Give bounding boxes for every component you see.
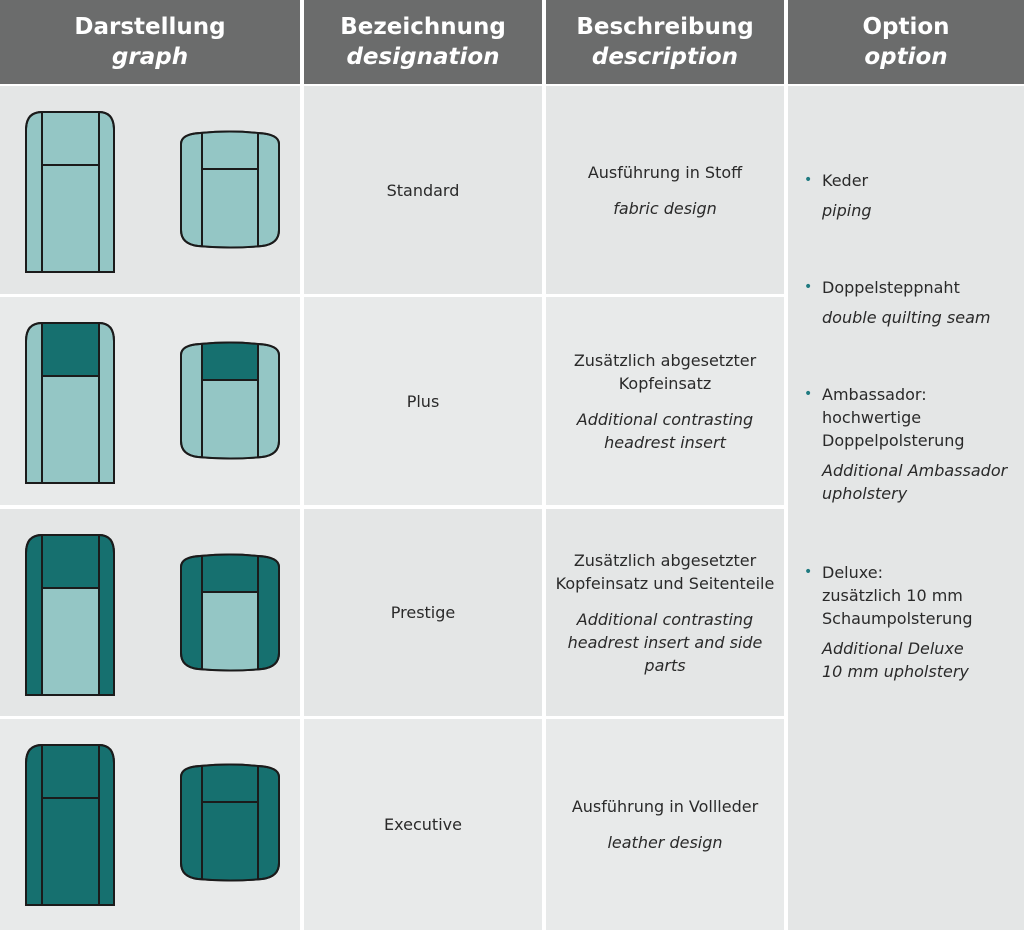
desc-en-line: fabric design (613, 198, 717, 218)
desc-de-line: Zusätzlich abgesetzter (573, 350, 757, 370)
backrest-border (25, 322, 115, 484)
cushion-border (180, 763, 280, 882)
cushion-center-panel (202, 802, 258, 880)
desc-cell-executive: Ausführung in Vollleder leather design (546, 719, 784, 930)
name-cell-plus: Plus (304, 297, 542, 505)
header-description: Beschreibung description (546, 0, 784, 84)
option-en-line: 10 mm upholstery (822, 662, 969, 681)
header-graph-de: Darstellung (74, 14, 226, 40)
desc-de-line: Kopfeinsatz (618, 373, 712, 393)
backrest-shape (25, 534, 115, 696)
seat-illustration-standard (25, 111, 280, 273)
header-option-de: Option (862, 14, 950, 40)
designation-standard: Standard (386, 180, 460, 200)
header-designation-de: Bezeichnung (340, 14, 506, 40)
backrest-border (25, 534, 115, 696)
header-graph: Darstellung graph (0, 0, 300, 84)
desc-de-line: Ausführung in Stoff (587, 162, 743, 182)
cushion-center-panel (202, 380, 258, 458)
desc-en-line: Additional contrasting (576, 409, 754, 429)
bullet-icon: • (804, 564, 813, 580)
bullet-icon: • (804, 386, 813, 402)
designation-prestige: Prestige (390, 603, 456, 622)
designation-executive: Executive (384, 815, 462, 834)
header-option: Option option (788, 0, 1024, 84)
cushion-shape (180, 341, 280, 460)
cushion-shape (180, 763, 280, 882)
cushion-top-insert (202, 555, 258, 592)
seat-illustration-prestige (25, 534, 280, 696)
desc-en-line: headrest insert (604, 432, 726, 452)
desc-de-line: Ausführung in Vollleder (571, 797, 759, 816)
name-cell-prestige: Prestige (304, 509, 542, 716)
option-en-line: Additional Ambassador (822, 461, 1008, 480)
seat-illustration-plus (25, 322, 280, 484)
header-description-de: Beschreibung (576, 14, 754, 40)
cushion-border (180, 130, 280, 249)
backrest-shape (25, 322, 115, 484)
headrest-insert (42, 746, 99, 798)
desc-cell-plus: Zusätzlich abgesetzter Kopfeinsatz Addit… (546, 297, 784, 505)
cushion-shape (180, 553, 280, 672)
name-cell-standard: Standard (304, 86, 542, 294)
option-de-line: Deluxe: (822, 563, 883, 582)
desc-en-line: parts (644, 655, 686, 675)
option-en-line: upholstery (822, 484, 908, 503)
cushion-top-insert (202, 343, 258, 380)
cushion-border (180, 553, 280, 672)
option-cell (788, 86, 1024, 930)
desc-cell-prestige: Zusätzlich abgesetzter Kopfeinsatz und S… (546, 509, 784, 716)
desc-de-line: Zusätzlich abgesetzter (573, 550, 757, 570)
cushion-center-panel (202, 592, 258, 670)
backrest-border (25, 111, 115, 273)
option-de-line: Doppelsteppnaht (822, 278, 960, 297)
headrest-insert (42, 536, 99, 588)
header-graph-en: graph (111, 44, 189, 70)
header-designation: Bezeichnung designation (304, 0, 542, 84)
option-en-line: piping (822, 201, 872, 220)
cushion-center-panel (202, 169, 258, 247)
desc-en-line: leather design (607, 833, 723, 852)
option-de-line: Schaumpolsterung (822, 609, 973, 628)
cushion-top-insert (202, 132, 258, 169)
bullet-icon: • (804, 172, 813, 188)
header-description-en: description (591, 44, 739, 70)
center-panel (42, 376, 99, 483)
cushion-top-insert (202, 765, 258, 802)
name-cell-executive: Executive (304, 719, 542, 930)
headrest-insert (42, 113, 99, 165)
option-de-line: Doppelpolsterung (822, 431, 965, 450)
center-panel (42, 588, 99, 695)
desc-cell-standard: Ausführung in Stoff fabric design (546, 86, 784, 294)
desc-en-line: Additional contrasting (576, 609, 754, 629)
option-de-line: Keder (822, 171, 869, 190)
cushion-border (180, 341, 280, 460)
desc-de-line: Kopfeinsatz und Seitenteile (555, 573, 775, 593)
option-en-line: double quilting seam (822, 308, 991, 327)
center-panel (42, 798, 99, 905)
option-de-line: zusätzlich 10 mm (822, 586, 963, 605)
designation-plus: Plus (406, 391, 440, 411)
cushion-shape (180, 130, 280, 249)
backrest-shape (25, 111, 115, 273)
backrest-shape (25, 744, 115, 906)
seat-illustration-executive (25, 744, 280, 906)
header-option-en: option (864, 44, 948, 70)
option-de-line: hochwertige (822, 408, 922, 427)
bullet-icon: • (804, 279, 813, 295)
desc-en-line: headrest insert and side (567, 632, 763, 652)
headrest-insert (42, 324, 99, 376)
option-de-line: Ambassador: (822, 385, 927, 404)
header-designation-en: designation (346, 44, 500, 70)
option-en-line: Additional Deluxe (822, 639, 964, 658)
center-panel (42, 165, 99, 272)
backrest-border (25, 744, 115, 906)
